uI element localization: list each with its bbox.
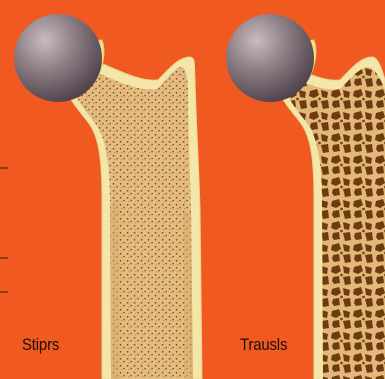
healthy-femoral-head (14, 14, 102, 102)
left-tick-marks (0, 168, 8, 292)
fragile-bone (226, 14, 385, 379)
healthy-bone-marrow (72, 67, 193, 379)
healthy-bone-caption: Stiprs (22, 335, 59, 355)
fragile-bone-caption: Trausls (240, 335, 287, 355)
fragile-femoral-head (226, 14, 314, 102)
healthy-bone (14, 14, 202, 379)
